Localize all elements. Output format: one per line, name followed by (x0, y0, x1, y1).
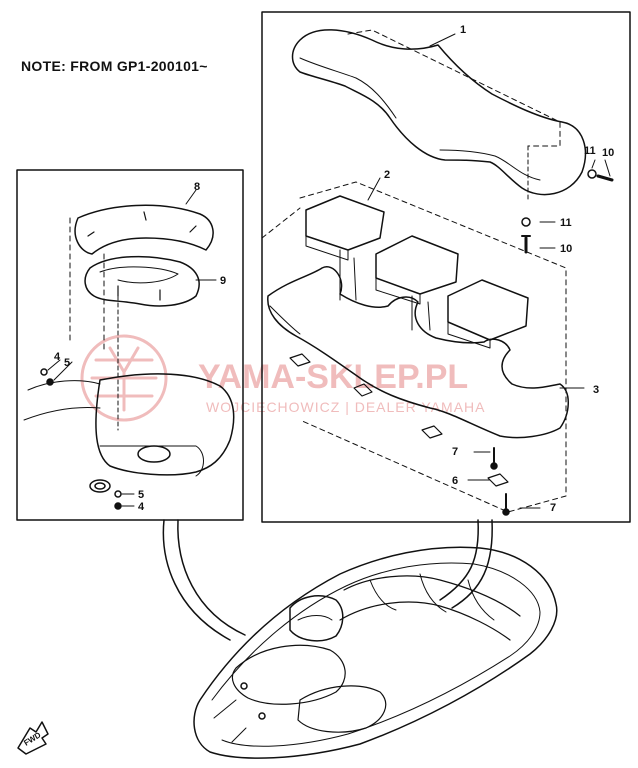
parts-10-11-hardware (521, 169, 614, 254)
callout-8: 8 (194, 181, 200, 193)
callout-7-lower: 7 (550, 502, 556, 514)
callout-10-lower: 10 (560, 243, 572, 255)
part-9-front-seat-base (84, 255, 200, 431)
rear-seat-panel (261, 11, 631, 523)
front-fasteners (40, 368, 122, 510)
callout-2: 2 (384, 169, 390, 181)
note-text: NOTE: FROM GP1-200101~ (21, 58, 208, 74)
front-seat-console (23, 373, 235, 477)
callout-11-upper: 11 (584, 145, 596, 157)
callout-10-upper: 10 (602, 147, 614, 159)
front-callout-lines (47, 189, 217, 507)
watermark-logo-icon (80, 334, 168, 422)
callout-9: 9 (220, 275, 226, 287)
front-seat-panel (16, 169, 244, 521)
callout-5-lower: 5 (138, 489, 144, 501)
callout-4-lower: 4 (138, 501, 145, 513)
watermark-title: YAMA-SKLEP.PL (198, 358, 468, 396)
callout-3: 3 (593, 384, 599, 396)
part-7-screws (490, 447, 510, 516)
callout-6: 6 (452, 475, 458, 487)
rear-callout-lines (367, 33, 611, 509)
callout-4-upper: 4 (54, 351, 61, 363)
part-1-rear-seat-cushion (291, 29, 587, 201)
connector-left-b (177, 519, 246, 636)
part-6-brackets (289, 353, 509, 487)
connector-right-b (451, 519, 493, 609)
connector-right-a (439, 519, 479, 601)
fwd-arrow-icon: FWD (17, 721, 49, 755)
callout-1: 1 (460, 24, 466, 36)
part-2-seat-base (261, 181, 569, 513)
callout-7-upper: 7 (452, 446, 458, 458)
connector-left-a (162, 519, 231, 641)
part-8-front-seat-cushion (69, 204, 214, 351)
callout-numbers: 1 2 3 7 6 7 11 10 11 10 8 9 4 5 5 4 (54, 24, 614, 514)
boat-hull (193, 546, 558, 759)
callout-11-lower: 11 (560, 217, 572, 229)
callout-5-upper: 5 (64, 357, 70, 369)
